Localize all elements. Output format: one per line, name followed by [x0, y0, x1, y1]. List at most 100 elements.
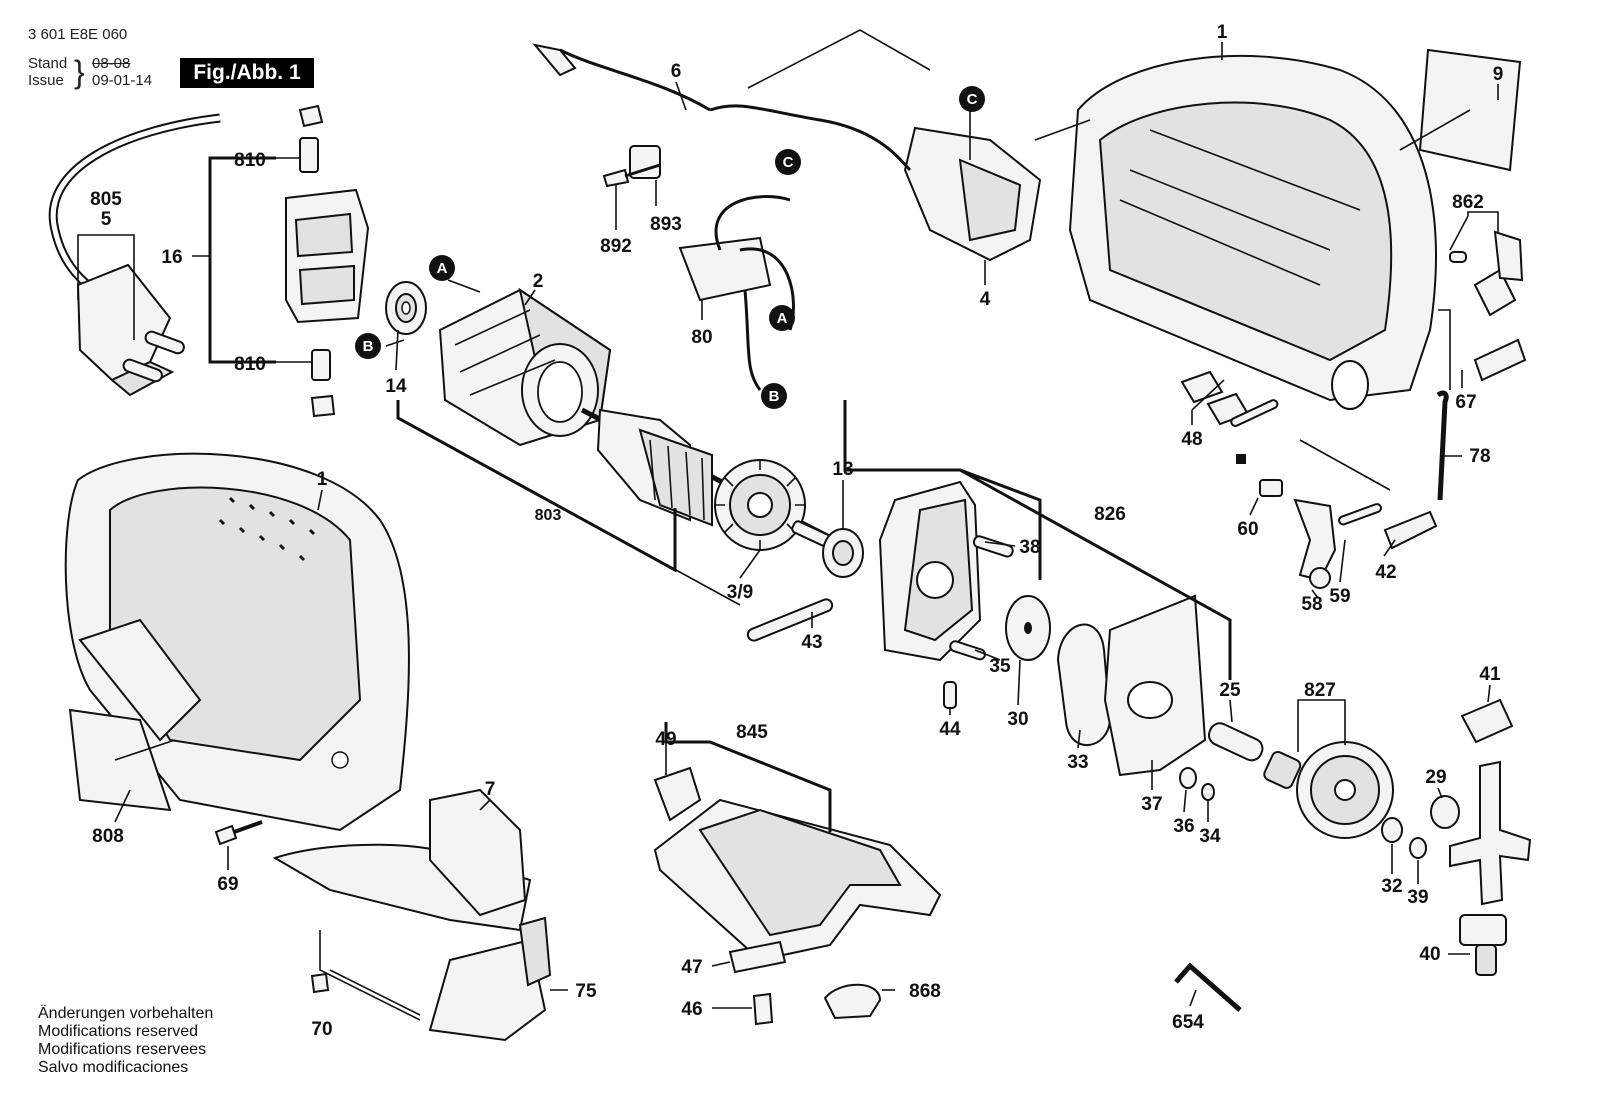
callout-labels: 1 1 2 4 5 6 7 9 13 14 16 25 29 30 32 33 … — [90, 22, 1503, 1040]
housing-left-part — [64, 452, 410, 832]
callout-49: 49 — [655, 729, 676, 750]
power-cord-part — [48, 113, 221, 397]
bearing-14-part — [385, 281, 427, 335]
ref-marker-a: A — [769, 305, 795, 331]
callout-9: 9 — [1493, 64, 1504, 85]
modification-notes: Änderungen vorbehalten Modifications res… — [38, 1005, 213, 1077]
callout-38: 38 — [1019, 537, 1040, 558]
ref-marker-c: C — [959, 86, 985, 112]
callout-70: 70 — [311, 1019, 332, 1040]
ref-marker-b: B — [355, 333, 381, 359]
callout-60: 60 — [1237, 519, 1258, 540]
plunger-part — [1430, 698, 1532, 976]
callout-75: 75 — [575, 981, 597, 1002]
callout-5: 5 — [101, 209, 112, 230]
switch-assembly-part — [285, 104, 370, 418]
main-housing-part — [1068, 54, 1437, 410]
callout-862: 862 — [1452, 192, 1484, 213]
svg-text:C: C — [783, 154, 794, 171]
stand-date: 08-08 — [92, 55, 131, 72]
ref-marker-c: C — [775, 149, 801, 175]
callout-16: 16 — [161, 247, 182, 268]
svg-text:A: A — [777, 310, 788, 327]
svg-text:A: A — [437, 260, 448, 277]
gear-housing-part — [878, 480, 1014, 709]
ref-marker-b: B — [761, 383, 787, 409]
callout-808: 808 — [92, 826, 124, 847]
callout-845: 845 — [736, 722, 768, 743]
callout-47: 47 — [681, 957, 702, 978]
callout-46: 46 — [681, 999, 702, 1020]
guide-parts — [1180, 370, 1438, 589]
callout-34: 34 — [1199, 826, 1221, 847]
armature-part — [580, 407, 837, 551]
callout-810: 810 — [234, 150, 266, 171]
stator-part — [438, 287, 612, 447]
callout-1: 1 — [1217, 22, 1228, 43]
svg-text:B: B — [363, 338, 374, 355]
reference-markers: A B C C A B — [355, 86, 985, 409]
callout-654: 654 — [1172, 1012, 1204, 1033]
callout-42: 42 — [1375, 562, 1396, 583]
callout-868: 868 — [909, 981, 941, 1002]
note-line: Änderungen vorbehalten — [38, 1005, 214, 1022]
plates-part — [1005, 594, 1207, 777]
callout-25: 25 — [1219, 680, 1241, 701]
pin-43-part — [746, 598, 834, 642]
note-line: Salvo modificaciones — [38, 1059, 189, 1076]
doc-number: 3 601 E8E 060 — [28, 26, 128, 43]
callout-59: 59 — [1329, 586, 1350, 607]
figure-label: Fig./Abb. 1 — [180, 58, 314, 88]
callout-29: 29 — [1425, 767, 1446, 788]
callout-13: 13 — [832, 459, 853, 480]
callout-44: 44 — [939, 719, 961, 740]
callout-43: 43 — [801, 632, 822, 653]
callout-32: 32 — [1381, 876, 1402, 897]
callout-6: 6 — [671, 61, 682, 82]
callout-14: 14 — [385, 376, 407, 397]
callout-36: 36 — [1173, 816, 1194, 837]
switch-part — [532, 43, 1042, 391]
note-line: Modifications reservees — [38, 1041, 207, 1058]
svg-text:C: C — [967, 91, 978, 108]
callout-35: 35 — [989, 656, 1011, 677]
callout-3-9: 3/9 — [727, 582, 753, 603]
ref-marker-a: A — [429, 255, 455, 281]
callout-41: 41 — [1479, 664, 1501, 685]
brace-icon: } — [74, 54, 85, 90]
base-plate-part — [653, 766, 942, 1026]
callout-40: 40 — [1419, 944, 1440, 965]
issue-label: Issue — [28, 72, 64, 89]
note-line: Modifications reserved — [38, 1023, 199, 1040]
callout-4: 4 — [980, 289, 991, 310]
callout-805: 805 — [90, 189, 122, 210]
callout-37: 37 — [1141, 794, 1162, 815]
hex-key-part — [1174, 962, 1242, 1012]
callout-48: 48 — [1181, 429, 1202, 450]
callout-69: 69 — [217, 874, 238, 895]
guard-cover-part — [272, 788, 552, 1042]
callout-1: 1 — [317, 469, 328, 490]
callout-810: 810 — [234, 354, 266, 375]
callout-33: 33 — [1067, 752, 1088, 773]
side-parts — [1436, 230, 1527, 501]
callout-67: 67 — [1455, 392, 1476, 413]
bearing-13-part — [822, 528, 864, 578]
callout-826: 826 — [1094, 504, 1126, 525]
callout-892: 892 — [600, 236, 632, 257]
issue-date: 09-01-14 — [92, 72, 153, 89]
callout-58: 58 — [1301, 594, 1322, 615]
callout-893: 893 — [650, 214, 682, 235]
callout-827: 827 — [1304, 680, 1336, 701]
callout-39: 39 — [1407, 887, 1428, 908]
svg-text:B: B — [769, 388, 780, 405]
callout-7: 7 — [485, 779, 496, 800]
callout-30: 30 — [1007, 709, 1028, 730]
callout-78: 78 — [1469, 446, 1490, 467]
gear-train-part — [1179, 722, 1427, 859]
leader-lines — [77, 29, 1499, 1021]
screw-69-part — [214, 820, 263, 846]
callout-803: 803 — [535, 507, 562, 524]
marker-square — [1236, 454, 1246, 464]
